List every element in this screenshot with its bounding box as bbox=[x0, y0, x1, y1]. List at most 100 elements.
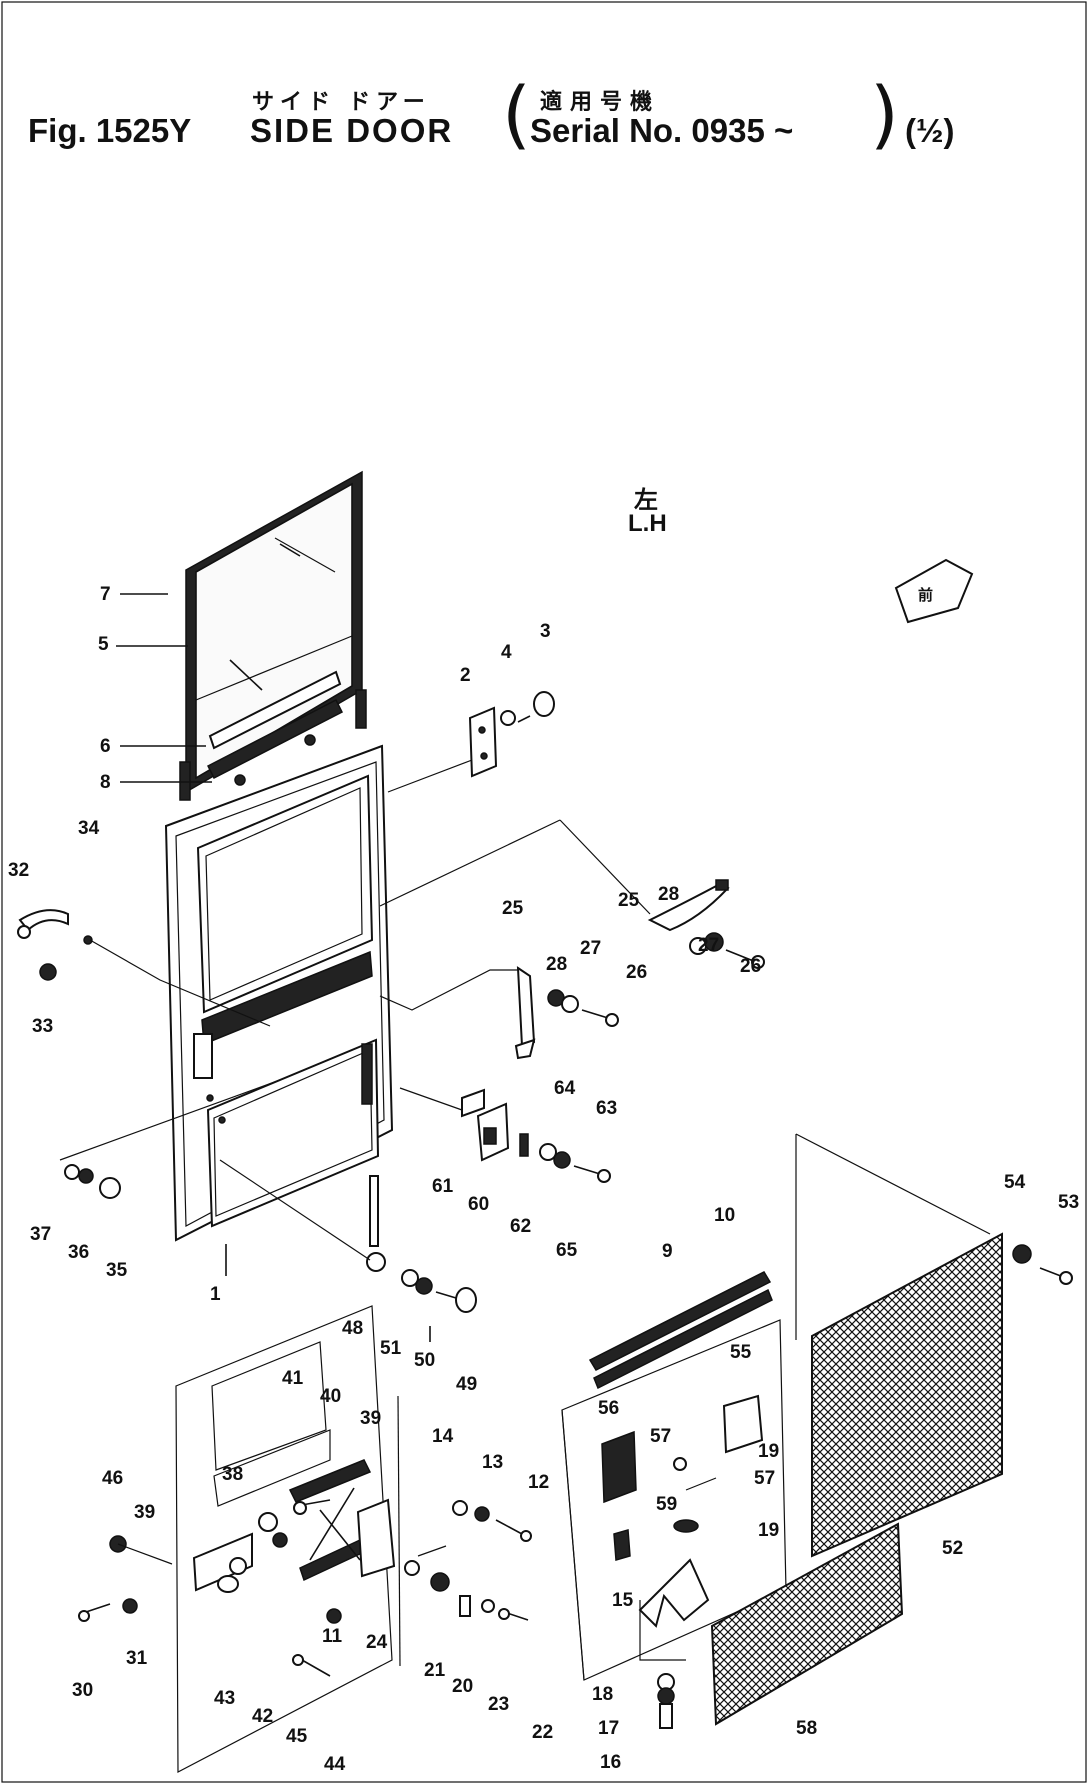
callout-13: 13 bbox=[482, 1452, 503, 1473]
lower-door-panel bbox=[561, 1271, 787, 1729]
callout-11: 11 bbox=[322, 1626, 343, 1647]
callout-65: 65 bbox=[556, 1240, 578, 1261]
callout-56: 56 bbox=[598, 1398, 619, 1419]
callout-36: 36 bbox=[68, 1242, 89, 1263]
hinge-assembly bbox=[468, 691, 555, 778]
sash-rails bbox=[206, 670, 344, 786]
bracket-fasteners bbox=[452, 1500, 532, 1542]
callout-45: 45 bbox=[286, 1726, 308, 1747]
lock-assembly bbox=[461, 1088, 611, 1183]
grip-handle-upper bbox=[647, 879, 765, 969]
bracket-right: ) bbox=[870, 72, 899, 158]
callout-46: 46 bbox=[102, 1468, 123, 1489]
callout-numbers: 1 2 3 4 5 6 7 8 9 10 11 12 13 14 15 16 1… bbox=[8, 584, 1079, 1775]
latch-washers bbox=[64, 1164, 121, 1199]
page-title: SIDE DOOR bbox=[250, 112, 454, 149]
window-regulator bbox=[288, 1459, 420, 1582]
callout-22: 22 bbox=[532, 1722, 553, 1743]
callout-62: 62 bbox=[510, 1216, 531, 1237]
front-mark: 前 bbox=[918, 586, 933, 604]
callout-40: 40 bbox=[320, 1386, 341, 1407]
side-label: L.H bbox=[628, 510, 667, 537]
callout-5: 5 bbox=[98, 634, 109, 655]
callout-53: 53 bbox=[1058, 1192, 1079, 1213]
callout-25b: 25 bbox=[502, 898, 524, 919]
callout-4: 4 bbox=[501, 642, 512, 663]
callout-51: 51 bbox=[380, 1338, 402, 1359]
callout-61: 61 bbox=[432, 1176, 454, 1197]
callout-12: 12 bbox=[528, 1472, 549, 1493]
callout-3: 3 bbox=[540, 621, 551, 642]
mesh-panel-lower bbox=[710, 1522, 904, 1726]
callout-57a: 57 bbox=[650, 1426, 671, 1447]
callout-19b: 19 bbox=[758, 1441, 779, 1462]
callout-50: 50 bbox=[414, 1350, 435, 1371]
callout-15: 15 bbox=[612, 1590, 634, 1611]
callout-39b: 39 bbox=[134, 1502, 155, 1523]
callout-1: 1 bbox=[210, 1284, 221, 1305]
grip-handle-middle bbox=[514, 966, 619, 1060]
callout-19a: 19 bbox=[758, 1520, 779, 1541]
callout-32: 32 bbox=[8, 860, 29, 881]
callout-21: 21 bbox=[424, 1660, 446, 1681]
callout-42: 42 bbox=[252, 1706, 273, 1727]
callout-48: 48 bbox=[342, 1318, 363, 1339]
callout-26a: 26 bbox=[740, 956, 761, 977]
callout-54: 54 bbox=[1004, 1172, 1026, 1193]
serial-range: Serial No. 0935 ~ bbox=[530, 112, 794, 149]
callout-26b: 26 bbox=[626, 962, 647, 983]
callout-63: 63 bbox=[596, 1098, 617, 1119]
callout-58: 58 bbox=[796, 1718, 817, 1739]
front-direction-tag: 前 bbox=[894, 558, 974, 624]
callout-64: 64 bbox=[554, 1078, 576, 1099]
callout-9: 9 bbox=[662, 1241, 673, 1262]
callout-38: 38 bbox=[222, 1464, 243, 1485]
callout-10: 10 bbox=[714, 1205, 735, 1226]
japanese-title: サイド ドアー bbox=[252, 89, 431, 114]
mesh-panel-upper bbox=[811, 1232, 1073, 1558]
callout-44: 44 bbox=[324, 1754, 346, 1775]
callout-49: 49 bbox=[456, 1374, 477, 1395]
regulator-fasteners bbox=[292, 1572, 529, 1677]
inner-door-panel bbox=[78, 1305, 393, 1773]
callout-25a: 25 bbox=[618, 890, 640, 911]
link-rod bbox=[366, 1175, 477, 1313]
callout-7: 7 bbox=[100, 584, 111, 605]
figure-number: Fig. 1525Y bbox=[28, 112, 192, 149]
leader-lines bbox=[59, 593, 991, 1667]
callout-39a: 39 bbox=[360, 1408, 381, 1429]
callout-57b: 57 bbox=[754, 1468, 775, 1489]
callout-52: 52 bbox=[942, 1538, 963, 1559]
callout-2: 2 bbox=[460, 665, 471, 686]
bracket-left: ( bbox=[502, 72, 531, 158]
callout-20: 20 bbox=[452, 1676, 473, 1697]
callout-18: 18 bbox=[592, 1684, 613, 1705]
callout-31: 31 bbox=[126, 1648, 148, 1669]
callout-8: 8 bbox=[100, 772, 111, 793]
callout-6: 6 bbox=[100, 736, 111, 757]
outer-handle bbox=[17, 909, 93, 981]
callout-16: 16 bbox=[600, 1752, 621, 1773]
callout-43: 43 bbox=[214, 1688, 235, 1709]
callout-27b: 27 bbox=[580, 938, 601, 959]
door-frame bbox=[164, 744, 394, 1242]
callout-55: 55 bbox=[730, 1342, 752, 1363]
callout-37: 37 bbox=[30, 1224, 51, 1245]
callout-59: 59 bbox=[656, 1494, 677, 1515]
window-glass bbox=[179, 470, 367, 801]
callout-60: 60 bbox=[468, 1194, 489, 1215]
sheet-number: (½) bbox=[905, 112, 955, 149]
callout-28a: 28 bbox=[658, 884, 679, 905]
callout-24: 24 bbox=[366, 1632, 388, 1653]
callout-23: 23 bbox=[488, 1694, 509, 1715]
callout-33: 33 bbox=[32, 1016, 53, 1037]
callout-27a: 27 bbox=[698, 935, 719, 956]
japanese-serial-label: 適用号機 bbox=[540, 89, 661, 114]
callout-14: 14 bbox=[432, 1426, 454, 1447]
callout-41: 41 bbox=[282, 1368, 304, 1389]
callout-30: 30 bbox=[72, 1680, 93, 1701]
callout-34: 34 bbox=[78, 818, 100, 839]
callout-28b: 28 bbox=[546, 954, 567, 975]
